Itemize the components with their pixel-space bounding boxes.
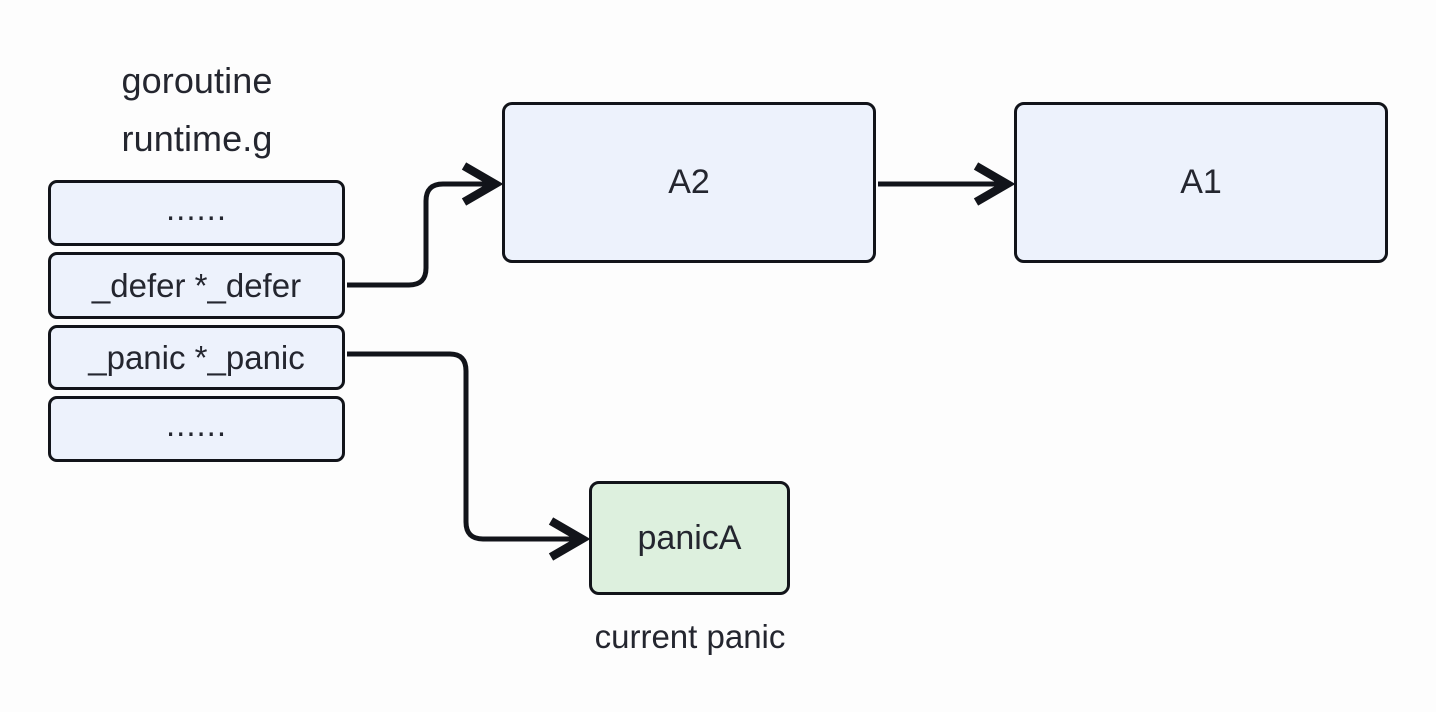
defer-frame-a2-label: A2 — [668, 163, 710, 201]
panic-node-panica: panicA — [589, 481, 790, 595]
field-box-defer: _defer *_defer — [48, 252, 345, 319]
field-box-ellipsis-top: ...... — [48, 180, 345, 246]
panic-node-label: panicA — [637, 518, 742, 557]
edge-panic-to-panica — [347, 351, 581, 539]
defer-frame-a1-label: A1 — [1180, 163, 1222, 201]
field-box-ellipsis-bottom: ...... — [48, 396, 345, 462]
struct-title-line-2: runtime.g — [121, 118, 273, 159]
goroutine-field-stack: ...... _defer *_defer _panic *_panic ...… — [48, 180, 345, 462]
field-label-ellipsis-bottom: ...... — [165, 406, 227, 443]
field-label-ellipsis-top: ...... — [165, 190, 227, 227]
edge-defer-to-a2 — [347, 184, 494, 288]
panic-node-caption: current panic — [594, 618, 786, 655]
field-label-panic: _panic *_panic — [88, 338, 305, 376]
defer-frame-a2: A2 — [502, 102, 876, 263]
struct-title-line-1: goroutine — [121, 60, 273, 101]
field-label-defer: _defer *_defer — [91, 266, 302, 304]
defer-frame-a1: A1 — [1014, 102, 1388, 263]
field-box-panic: _panic *_panic — [48, 325, 345, 390]
goroutine-struct-title: goroutine runtime.g — [48, 52, 346, 168]
